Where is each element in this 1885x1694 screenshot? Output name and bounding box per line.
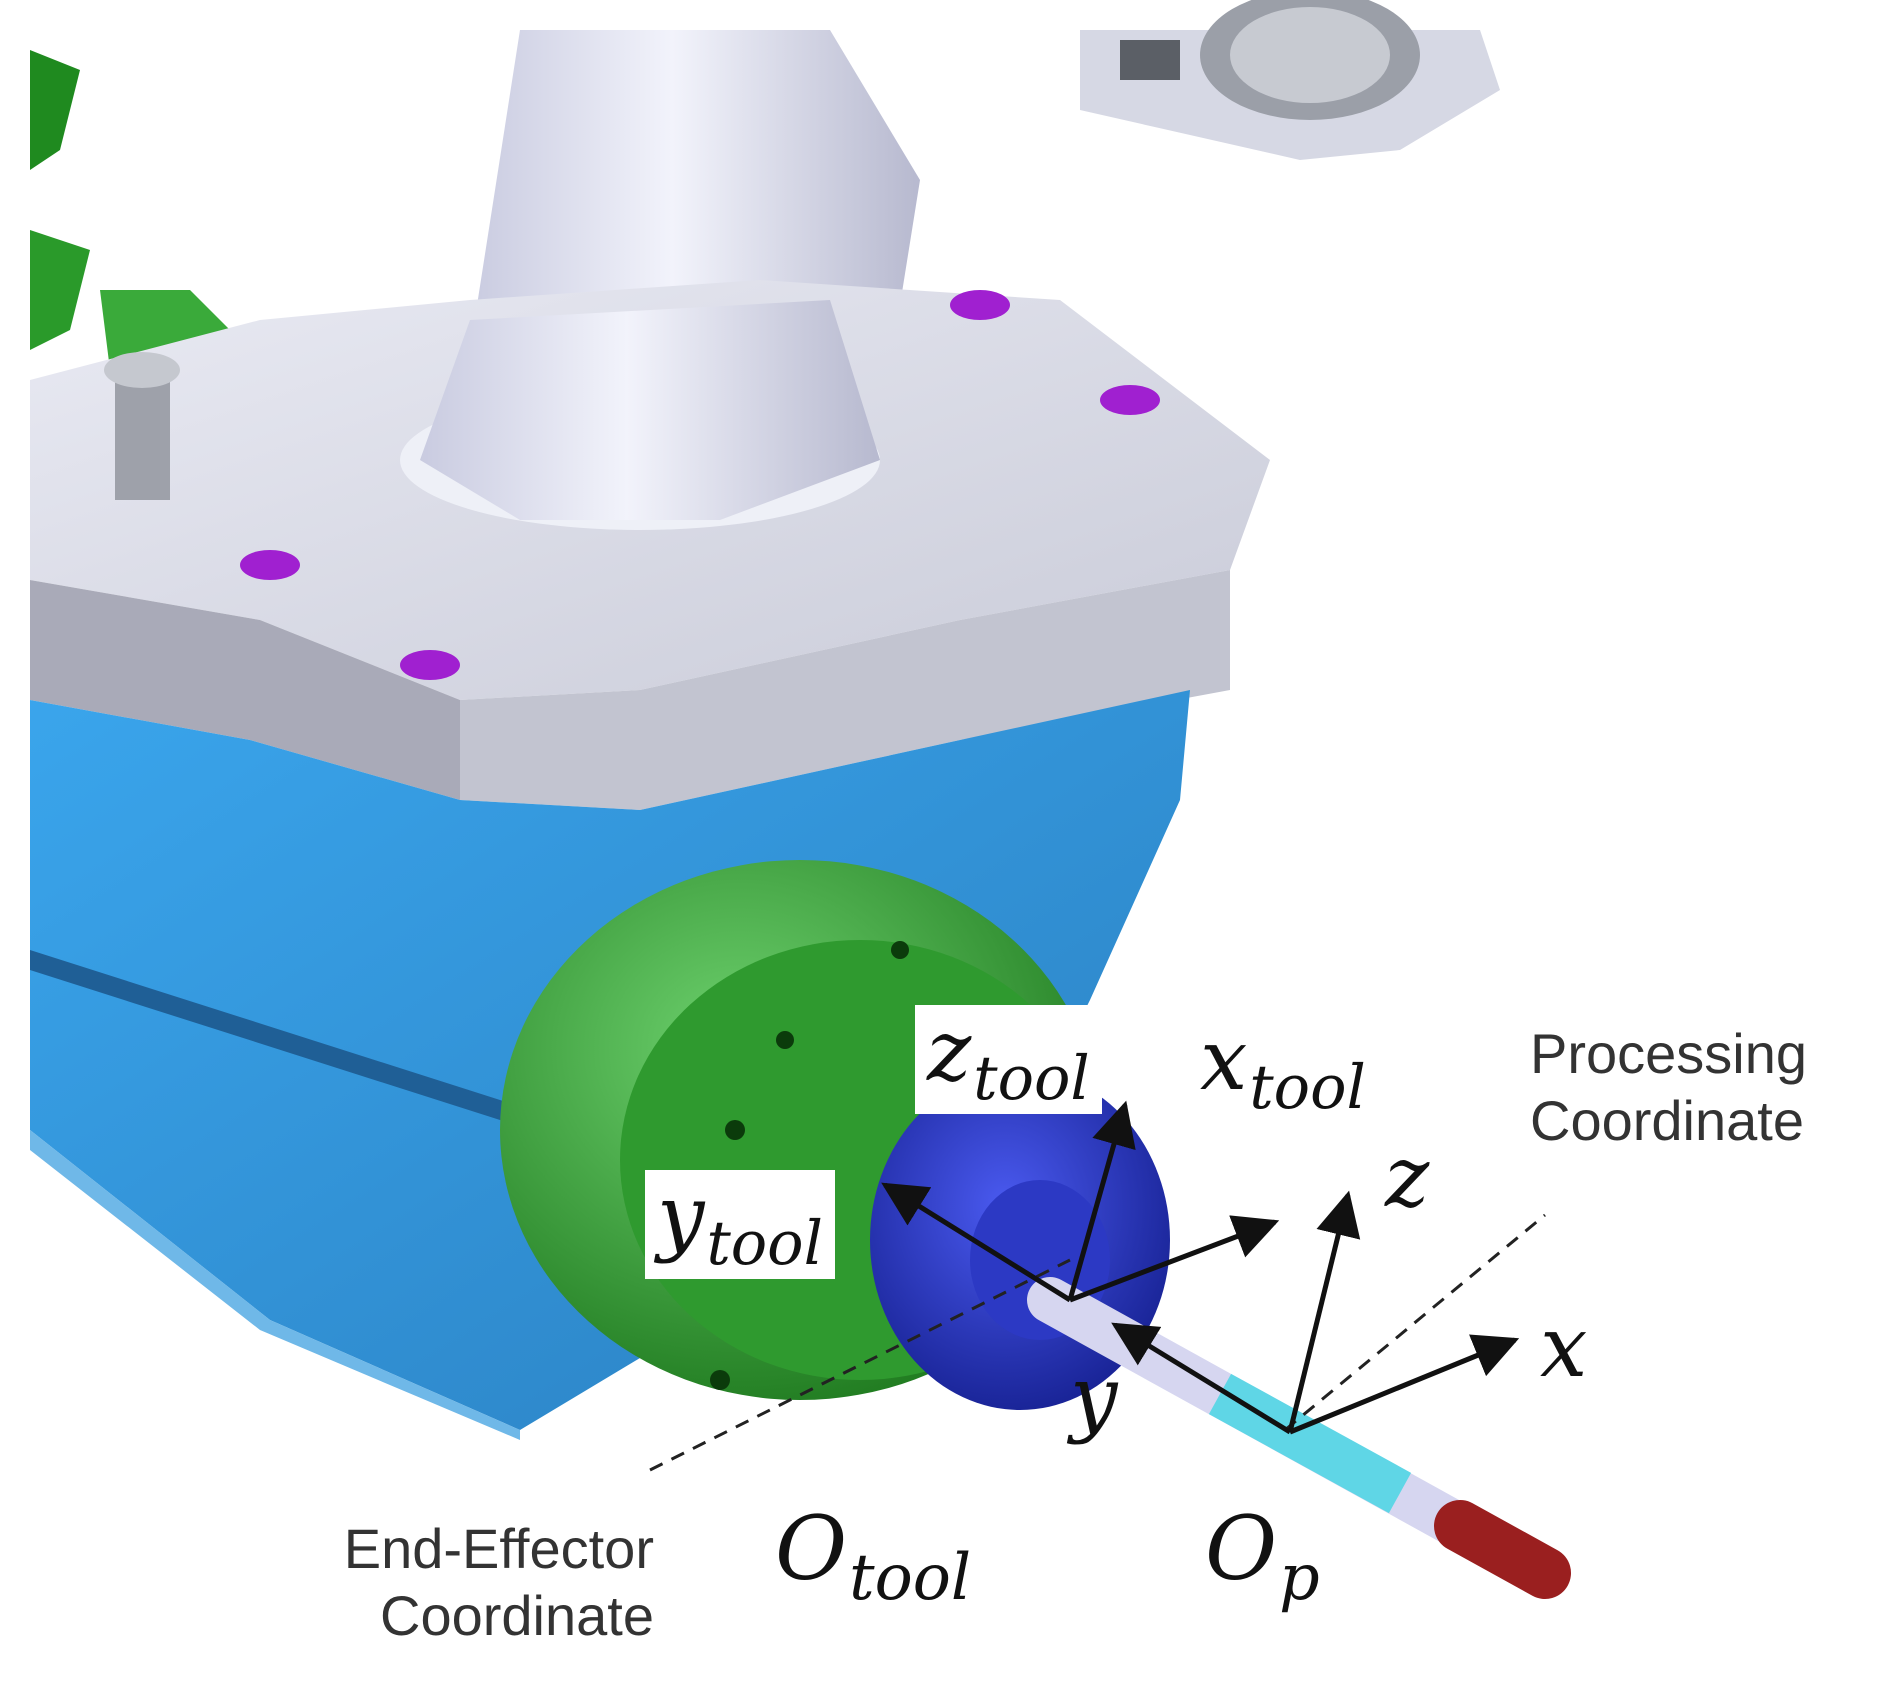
o-p-label: Op — [1205, 1497, 1320, 1615]
processing-coordinate-label: Processing Coordinate — [1530, 1022, 1808, 1153]
z-tool-label: ztool — [915, 1005, 1102, 1114]
processing-dashed-axis — [1284, 1213, 1546, 1432]
x-label: x — [1540, 1298, 1588, 1396]
processing-frame-axes — [1111, 1190, 1520, 1435]
x-tool-label: xtool — [1200, 1011, 1366, 1124]
z-arrow — [1287, 1190, 1361, 1433]
y-label: y — [1070, 1348, 1118, 1446]
mounting-plate — [30, 280, 1270, 810]
x-arrow — [1289, 1334, 1520, 1435]
end-effector-dashed-axis — [649, 1258, 1071, 1472]
o-tool-label: Otool — [775, 1497, 972, 1615]
z-label: z — [1385, 1128, 1430, 1226]
y-tool-label: ytool — [645, 1170, 835, 1279]
end-effector-coordinate-label: End-Effector Coordinate — [343, 1517, 654, 1648]
y-arrow — [1111, 1322, 1292, 1435]
z-tool-arrow — [1067, 1100, 1136, 1301]
cable-cluster — [30, 50, 240, 380]
tool-frame-axes — [881, 1100, 1280, 1303]
y-tool-arrow — [881, 1182, 1072, 1303]
x-tool-arrow — [1069, 1215, 1280, 1303]
